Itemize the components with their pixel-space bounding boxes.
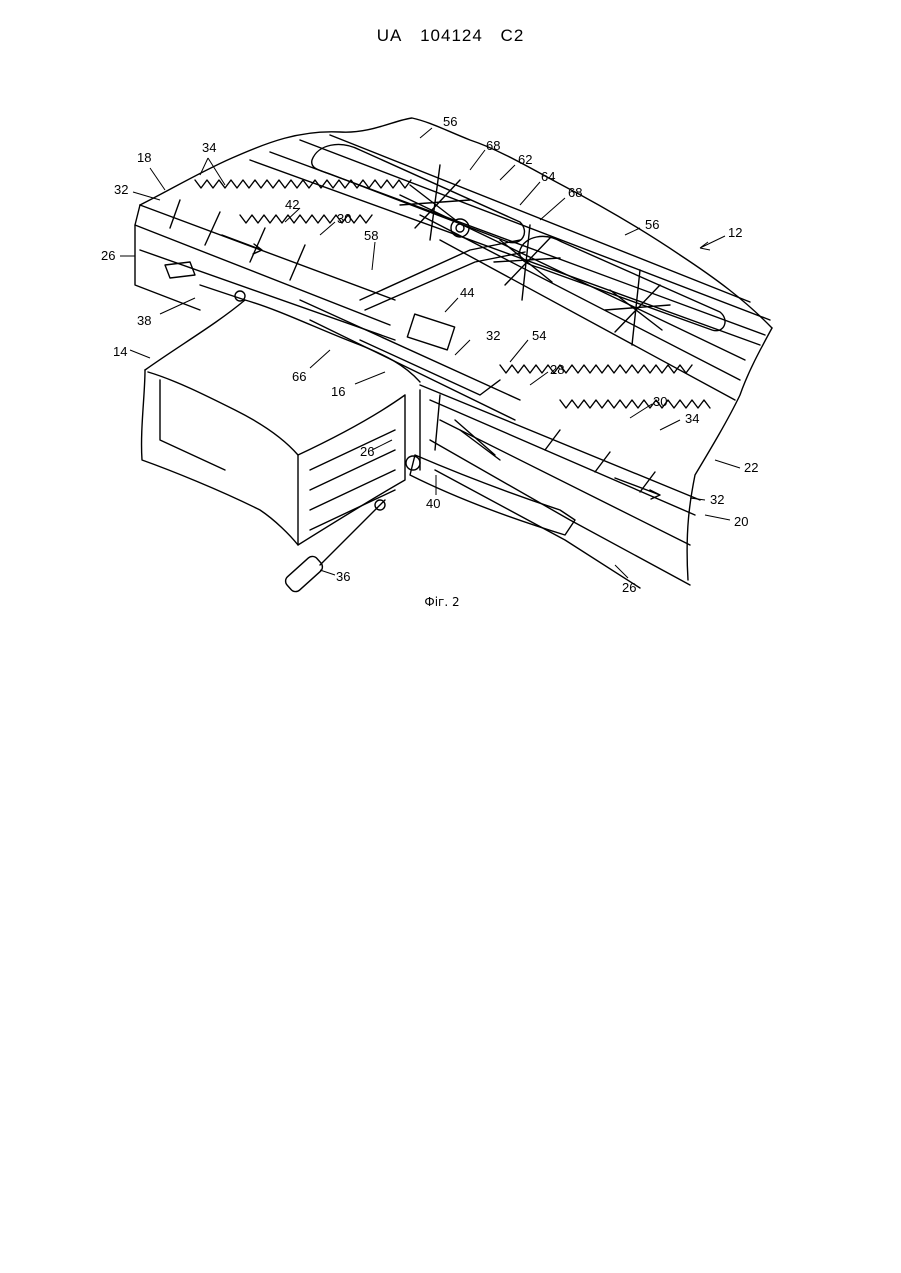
ref-label: 32: [710, 492, 724, 507]
ref-label: 26: [360, 444, 374, 459]
ref-label: 62: [518, 152, 532, 167]
ref-label: 14: [113, 344, 127, 359]
ref-label: 64: [541, 169, 555, 184]
ref-label: 54: [532, 328, 546, 343]
cutter-teeth-right: [500, 365, 692, 373]
center-belt-side: [360, 340, 500, 395]
part-44-block: [407, 314, 454, 350]
ref-label: 56: [645, 217, 659, 232]
ref-label: 34: [685, 411, 699, 426]
ref-label: 34: [202, 140, 216, 155]
center-belt-mid: [310, 320, 515, 420]
ref-label: 16: [331, 384, 345, 399]
feeder-housing-inner: [148, 372, 298, 455]
ref-label: 44: [460, 285, 474, 300]
cutter-teeth-left: [195, 180, 411, 188]
left-deck-edge: [135, 205, 390, 325]
figure-caption: Фіг. 2: [0, 595, 884, 609]
ref-label: 20: [734, 514, 748, 529]
part-40-link: [455, 420, 500, 460]
ref-label: 30: [337, 211, 351, 226]
ref-label: 30: [653, 394, 667, 409]
cutter-teeth-left-2: [240, 215, 372, 223]
ref-label: 56: [443, 114, 457, 129]
cutter-teeth-right-2: [560, 400, 710, 408]
right-frame-bottom: [430, 440, 690, 585]
part-40-tube: [410, 455, 575, 535]
ref-label: 32: [114, 182, 128, 197]
hydraulic-cylinder: [283, 554, 325, 594]
feeder-housing-opening: [142, 370, 298, 545]
reel-rail-1: [250, 160, 760, 345]
header-right-edge: [687, 328, 772, 580]
part-38: [165, 262, 245, 300]
right-deck-slats: [545, 430, 655, 492]
reel-hub-inner: [456, 224, 464, 232]
reel-spider-c: [605, 270, 670, 345]
right-frame-front: [435, 470, 640, 588]
ref-label: 12: [728, 225, 742, 240]
ref-label: 68: [486, 138, 500, 153]
left-arrow: [222, 235, 262, 254]
ref-label: 36: [336, 569, 350, 584]
part-38-pin: [235, 291, 245, 301]
ref-label: 18: [137, 150, 151, 165]
ref-label: 22: [744, 460, 758, 475]
ref-label: 66: [292, 369, 306, 384]
ref-label: 40: [426, 496, 440, 511]
right-deck-lower: [440, 420, 690, 545]
ref-label: 26: [622, 580, 636, 595]
ref-label: 32: [486, 328, 500, 343]
ref-label: 68: [568, 185, 582, 200]
ref-label: 58: [364, 228, 378, 243]
ref-label: 26: [101, 248, 115, 263]
drawing-lines: [135, 118, 772, 594]
feeder-housing-top: [145, 300, 420, 382]
feeder-housing-inner2: [160, 380, 225, 470]
ref-label: 42: [285, 197, 299, 212]
patent-figure-drawing: 56 68 62 64 68 56 12 18 34 32 42 30 58 2…: [0, 0, 901, 620]
ref-label: 28: [550, 362, 564, 377]
ref-label: 38: [137, 313, 151, 328]
